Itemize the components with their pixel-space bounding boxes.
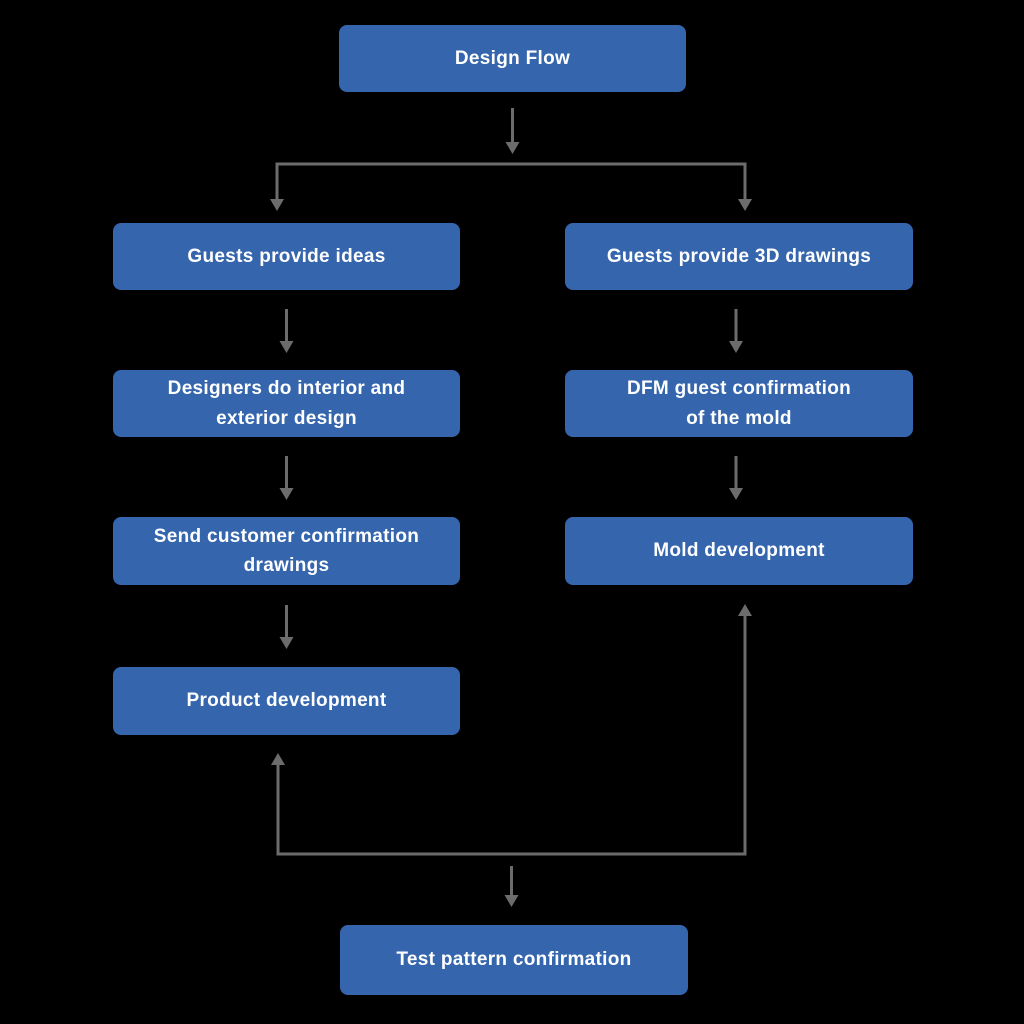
- node-product-development-label: Product development: [186, 690, 387, 712]
- node-send-drawings-label: Send customer confirmation drawings: [153, 525, 420, 576]
- node-guests-provide-3d-drawings: Guests provide 3D drawings: [565, 223, 913, 290]
- node-test-pattern-confirmation-label: Test pattern confirmation: [396, 949, 632, 971]
- arrow-down-icon: [279, 488, 294, 500]
- arrow-down-icon: [505, 142, 520, 154]
- edge-dfm-to-mold-dev: [729, 456, 743, 500]
- edge-guests-ideas-to-designers: [279, 309, 294, 353]
- edge-guests-3d-to-dfm: [729, 309, 743, 353]
- branch-split: [270, 162, 752, 211]
- node-send-customer-confirmation-drawings: Send customer confirmation drawings: [113, 517, 460, 585]
- node-dfm-guest-confirmation-of-the-mold: DFM guest confirmation of the mold: [565, 370, 913, 437]
- arrow-down-icon: [729, 488, 743, 500]
- node-designers-do-interior-and-exterior-design: Designers do interior and exterior desig…: [113, 370, 460, 437]
- node-designers-label: Designers do interior and exterior desig…: [167, 378, 406, 429]
- arrow-up-icon: [738, 604, 752, 616]
- node-design-flow-label: Design Flow: [454, 47, 571, 69]
- node-guests-provide-ideas-label: Guests provide ideas: [187, 245, 386, 267]
- arrow-down-icon: [270, 199, 284, 211]
- node-mold-development: Mold development: [565, 517, 913, 585]
- node-dfm-label: DFM guest confirmation of the mold: [626, 378, 852, 429]
- edge-line: [275, 162, 747, 201]
- node-guests-provide-3d-drawings-label: Guests provide 3D drawings: [606, 245, 872, 267]
- edge-design-flow-out: [505, 108, 520, 154]
- edge-line: [276, 616, 747, 856]
- edge-designers-to-send-drawings: [279, 456, 294, 500]
- arrow-up-icon: [271, 753, 285, 765]
- arrow-down-icon: [504, 895, 519, 907]
- arrow-down-icon: [729, 341, 743, 353]
- node-mold-development-label: Mold development: [653, 540, 825, 562]
- arrow-down-icon: [279, 637, 294, 649]
- node-test-pattern-confirmation: Test pattern confirmation: [340, 925, 688, 995]
- node-design-flow: Design Flow: [339, 25, 686, 92]
- edge-send-drawings-to-product-dev: [279, 605, 294, 649]
- arrow-down-icon: [738, 199, 752, 211]
- node-guests-provide-ideas: Guests provide ideas: [113, 223, 460, 290]
- bottom-junction: [271, 604, 752, 907]
- arrow-down-icon: [279, 341, 294, 353]
- node-product-development: Product development: [113, 667, 460, 735]
